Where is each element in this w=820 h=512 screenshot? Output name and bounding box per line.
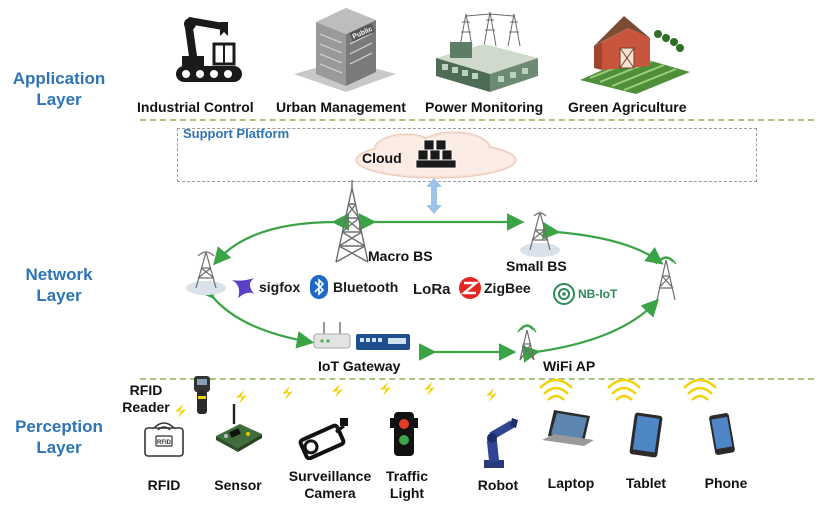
phone-icon bbox=[709, 413, 735, 455]
rfid-tag-icon: RFID bbox=[144, 422, 184, 457]
small-bs-label: Small BS bbox=[506, 258, 567, 274]
macro-bs-tower-icon bbox=[335, 180, 369, 263]
bluetooth-logo-icon bbox=[310, 275, 328, 299]
rfid-reader-icon bbox=[194, 376, 210, 414]
wifi-ap-tower-icon bbox=[517, 324, 537, 361]
support-platform-box bbox=[177, 128, 757, 182]
bluetooth-label: Bluetooth bbox=[333, 279, 399, 295]
tablet-icon bbox=[629, 412, 663, 458]
macro-bs-label: Macro BS bbox=[368, 248, 433, 264]
router-icon bbox=[313, 322, 351, 349]
nb-iot-label: NB-IoT bbox=[578, 287, 618, 301]
perception-label-robot: Robot bbox=[477, 477, 519, 493]
zigbee-logo-icon bbox=[459, 277, 481, 299]
sigfox-logo-icon bbox=[232, 278, 254, 298]
perception-label-surveillance-camera: Surveillance Camera bbox=[288, 468, 372, 501]
app-label-urban-management: Urban Management bbox=[276, 99, 406, 115]
nb-iot-logo-icon bbox=[553, 283, 575, 305]
power-plant-icon bbox=[436, 11, 538, 92]
network-layer-label: Network Layer bbox=[25, 265, 93, 305]
server-cluster-icon bbox=[415, 139, 457, 169]
network-perception-divider bbox=[140, 378, 814, 380]
lora-label: LoRa bbox=[413, 281, 451, 298]
app-label-power-monitoring: Power Monitoring bbox=[425, 99, 544, 115]
small-bs-tower-icon bbox=[520, 211, 560, 257]
urban-building-icon: Public bbox=[294, 8, 396, 92]
perception-label-laptop: Laptop bbox=[547, 475, 595, 491]
sigfox-label: sigfox bbox=[259, 279, 301, 295]
right-bs-tower-icon bbox=[655, 256, 677, 301]
perception-label-phone: Phone bbox=[704, 475, 748, 491]
application-layer-label: Application Layer bbox=[12, 69, 106, 109]
wifi-ap-label: WiFi AP bbox=[543, 358, 596, 374]
gateway-device-icon bbox=[356, 334, 410, 350]
laptop-icon bbox=[542, 410, 594, 446]
application-network-divider bbox=[140, 119, 814, 121]
rfid-tag-text: RFID bbox=[157, 440, 172, 446]
left-bs-tower-icon bbox=[186, 251, 226, 295]
iot-gateway-label: IoT Gateway bbox=[318, 358, 401, 374]
farm-barn-icon bbox=[580, 16, 690, 94]
support-platform-title: Support Platform bbox=[183, 126, 290, 141]
surveillance-camera-icon bbox=[298, 418, 348, 460]
perception-label-traffic-light: Traffic Light bbox=[385, 468, 428, 501]
perception-label-sensor: Sensor bbox=[214, 477, 262, 493]
cloud-link-arrow bbox=[426, 178, 442, 214]
sensor-board-icon bbox=[216, 404, 262, 452]
zigbee-label: ZigBee bbox=[484, 280, 531, 296]
rfid-reader-label: RFID Reader bbox=[122, 382, 170, 415]
perception-label-tablet: Tablet bbox=[625, 475, 667, 491]
perception-label-rfid: RFID bbox=[147, 477, 181, 493]
traffic-light-icon bbox=[390, 412, 418, 456]
app-label-green-agriculture: Green Agriculture bbox=[568, 99, 687, 115]
perception-layer-label: Perception Layer bbox=[15, 417, 103, 457]
industrial-robot-icon bbox=[176, 16, 242, 82]
robot-arm-icon bbox=[484, 418, 518, 468]
cloud-label: Cloud bbox=[362, 150, 402, 166]
app-label-industrial-control: Industrial Control bbox=[137, 99, 254, 115]
